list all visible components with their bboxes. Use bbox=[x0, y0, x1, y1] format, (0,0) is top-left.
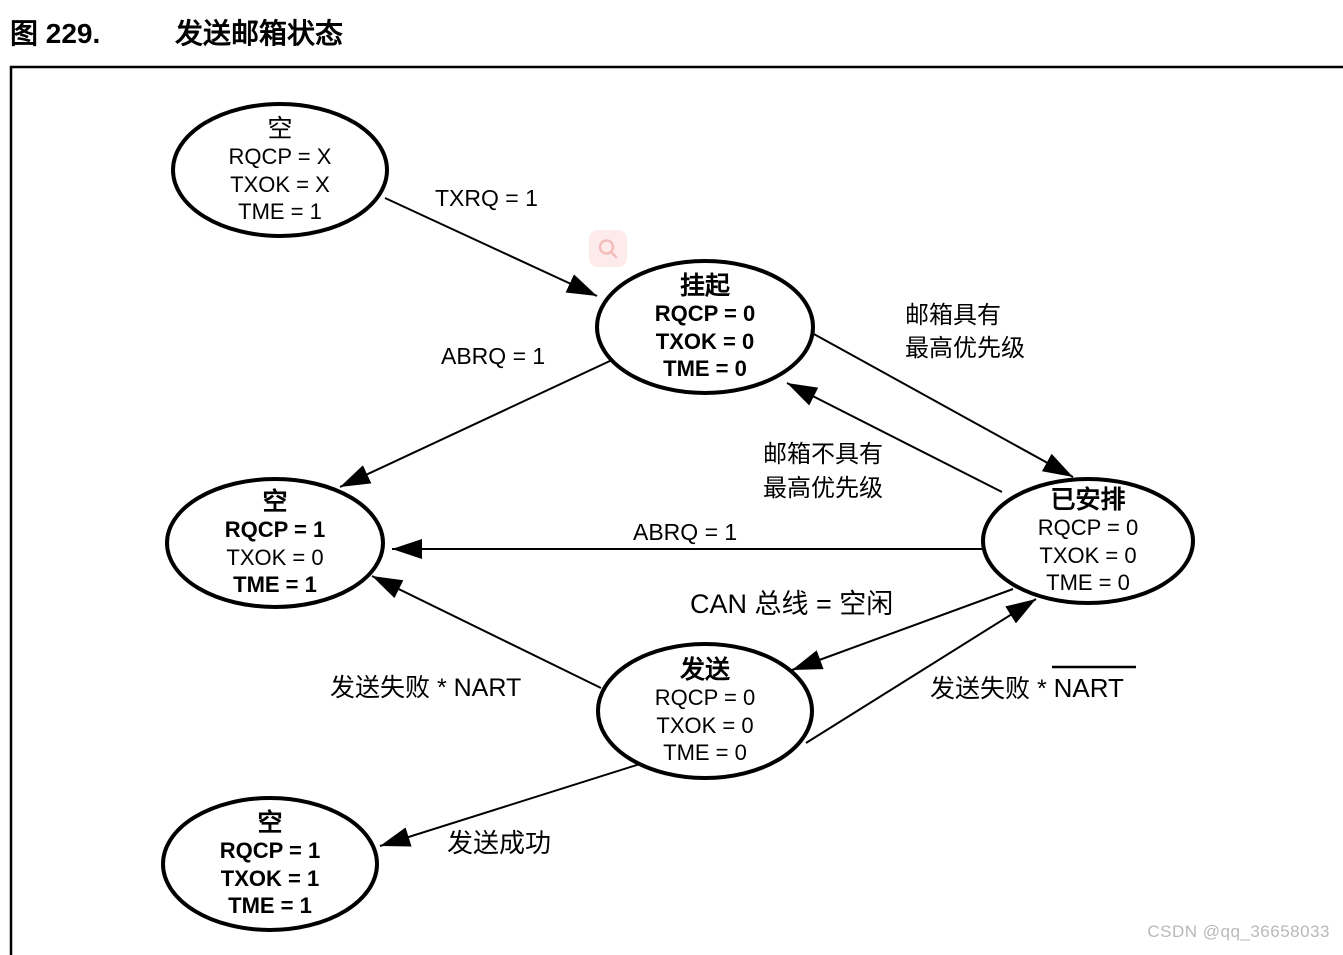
state-empty-initial-tme: TME = 1 bbox=[238, 199, 322, 224]
state-transmit-title: 发送 bbox=[679, 655, 730, 684]
state-empty-abort bbox=[165, 477, 385, 609]
state-scheduled-txok: TXOK = 0 bbox=[1039, 543, 1136, 568]
state-empty-initial-txok: TXOK = X bbox=[230, 172, 330, 197]
label-transmit-success: 发送成功 bbox=[447, 828, 551, 858]
label-mailbox-highest-priority-line1: 邮箱具有 bbox=[905, 302, 1001, 329]
state-transmit-tme: TME = 0 bbox=[663, 740, 747, 765]
state-pending-tme: TME = 0 bbox=[663, 356, 747, 381]
state-empty-success-title: 空 bbox=[257, 808, 282, 837]
figure-title: 发送邮箱状态 bbox=[175, 18, 344, 49]
label-mailbox-highest-priority-line2: 最高优先级 bbox=[905, 335, 1025, 362]
state-empty-success-txok: TXOK = 1 bbox=[221, 866, 319, 891]
state-empty-success-rqcp: RQCP = 1 bbox=[220, 838, 320, 863]
state-scheduled-tme: TME = 0 bbox=[1046, 570, 1130, 595]
state-transmit bbox=[596, 642, 814, 780]
label-mailbox-not-highest-priority-line2: 最高优先级 bbox=[763, 475, 883, 502]
arrow-can-bus-idle bbox=[791, 588, 1014, 671]
arrow-transmit-fail-nart bbox=[371, 575, 602, 689]
state-empty-abort-tme: TME = 1 bbox=[233, 572, 317, 597]
state-scheduled-title: 已安排 bbox=[1050, 485, 1125, 514]
state-empty-abort-txok: TXOK = 0 bbox=[226, 545, 323, 570]
state-transmit-rqcp: RQCP = 0 bbox=[655, 685, 755, 710]
state-pending-txok: TXOK = 0 bbox=[656, 329, 754, 354]
state-scheduled bbox=[981, 477, 1195, 605]
figure-number: 图 229. bbox=[10, 18, 101, 49]
label-mailbox-not-highest-priority-line1: 邮箱不具有 bbox=[763, 441, 883, 468]
arrow-mailbox-not-highest-priority bbox=[786, 382, 1003, 493]
arrow-mailbox-highest-priority bbox=[811, 332, 1074, 478]
label-transmit-fail-nart-bar: 发送失败 * NART bbox=[930, 673, 1124, 703]
state-empty-success bbox=[161, 796, 379, 932]
state-empty-abort-title: 空 bbox=[262, 487, 287, 516]
state-pending-title: 挂起 bbox=[680, 272, 731, 300]
state-empty-initial bbox=[171, 102, 389, 238]
magnifier-icon bbox=[598, 238, 618, 258]
label-abrq-from-pending: ABRQ = 1 bbox=[441, 343, 545, 369]
label-transmit-fail-nart-bar-prefix: 发送失败 * bbox=[930, 675, 1054, 703]
state-pending-rqcp: RQCP = 0 bbox=[655, 301, 755, 326]
figure-caption: 图 229. 发送邮箱状态 bbox=[0, 0, 1343, 60]
arrow-abrq-from-pending bbox=[339, 359, 613, 488]
state-scheduled-rqcp: RQCP = 0 bbox=[1038, 515, 1138, 540]
state-empty-success-tme: TME = 1 bbox=[228, 893, 312, 918]
label-txrq: TXRQ = 1 bbox=[435, 185, 538, 211]
label-can-bus-idle: CAN 总线 = 空闲 bbox=[690, 589, 893, 619]
state-empty-abort-rqcp: RQCP = 1 bbox=[225, 517, 325, 542]
label-transmit-fail-nart: 发送失败 * NART bbox=[330, 674, 521, 702]
state-empty-initial-title: 空 bbox=[267, 115, 292, 143]
csdn-watermark: CSDN @qq_36658033 bbox=[1147, 922, 1330, 941]
arrow-transmit-fail-nart-retry bbox=[805, 598, 1037, 744]
figure-frame bbox=[9, 65, 1343, 955]
arrow-transmit-success bbox=[379, 763, 641, 847]
state-empty-initial-rqcp: RQCP = X bbox=[229, 144, 332, 169]
arrow-txrq bbox=[384, 197, 598, 297]
state-pending bbox=[595, 259, 815, 395]
image-zoom-button[interactable] bbox=[589, 230, 627, 267]
state-transmit-txok: TXOK = 0 bbox=[656, 713, 753, 738]
label-abrq-from-scheduled: ABRQ = 1 bbox=[633, 519, 737, 545]
label-transmit-fail-nart-bar-term: NART bbox=[1054, 673, 1124, 703]
